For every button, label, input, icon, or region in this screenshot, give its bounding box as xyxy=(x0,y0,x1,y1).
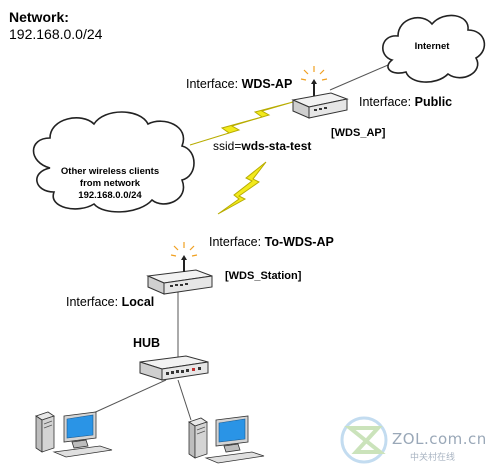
station-interface-name: To-WDS-AP xyxy=(264,235,334,249)
clients-cloud xyxy=(32,111,195,213)
pc-left xyxy=(35,411,113,458)
hub-device xyxy=(139,355,209,381)
station-interface-label: Interface: To-WDS-AP xyxy=(209,236,334,249)
clients-line-2: from network xyxy=(79,178,141,189)
internet-label: Internet xyxy=(414,41,450,52)
station-tag: [WDS_Station] xyxy=(225,270,302,282)
ap-public-name: Public xyxy=(414,95,453,109)
ap-interface-prefix: Interface: xyxy=(186,77,239,91)
clients-line-3: 192.168.0.0/24 xyxy=(78,190,142,201)
wds-ap-router xyxy=(291,66,349,119)
network-subnet: 192.168.0.0/24 xyxy=(9,26,103,42)
zol-logo-mark xyxy=(340,416,388,464)
internet-cloud xyxy=(382,14,486,83)
hub-label: HUB xyxy=(133,336,161,350)
watermark-subtitle: 中关村在线 xyxy=(410,453,456,463)
ssid-label: ssid=wds-sta-test xyxy=(213,140,311,152)
ssid-prefix: ssid= xyxy=(213,139,242,153)
clients-line-1: Other wireless clients xyxy=(60,166,160,177)
station-interface-prefix: Interface: xyxy=(209,235,262,249)
wds-station-router xyxy=(146,242,213,295)
hub-pc-right-link xyxy=(177,379,192,421)
station-local-prefix: Interface: xyxy=(66,295,119,309)
ap-tag: [WDS_AP] xyxy=(331,127,386,139)
ap-public-prefix: Interface: xyxy=(359,95,412,109)
clients-cloud-text: Other wireless clients from network 192.… xyxy=(50,166,170,202)
wireless-bolt-upper xyxy=(189,101,294,146)
pc-right xyxy=(188,415,265,464)
ap-interface-name: WDS-AP xyxy=(241,77,293,91)
station-local-label: Interface: Local xyxy=(66,296,154,309)
wireless-bolt-lower xyxy=(217,161,267,215)
station-local-name: Local xyxy=(121,295,155,309)
ap-public-label: Interface: Public xyxy=(359,96,452,109)
ap-interface-label: Interface: WDS-AP xyxy=(186,78,292,91)
watermark-site: ZOL.com.cn xyxy=(392,430,487,448)
network-title: Network: xyxy=(9,9,69,25)
ssid-value: wds-sta-test xyxy=(241,139,312,153)
ap-internet-link xyxy=(329,61,396,91)
